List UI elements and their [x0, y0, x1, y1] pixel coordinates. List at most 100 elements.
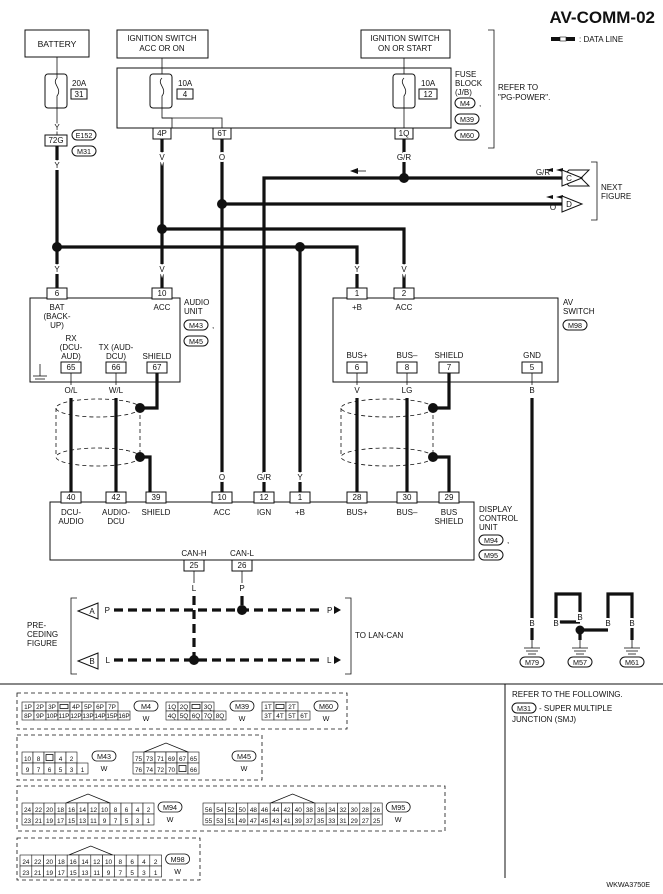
conn-group-3	[16, 785, 446, 832]
pin-m43-5: 5	[59, 767, 63, 774]
pin-m98-23: 23	[22, 870, 30, 877]
preceding-bracket	[70, 597, 77, 675]
conn-color-m45: W	[241, 764, 248, 773]
pin-m4-1P: 1P	[24, 704, 32, 711]
svg-text:B: B	[629, 619, 634, 628]
wire-color-l-left: L	[106, 656, 111, 665]
pin-m95-43: 43	[272, 818, 280, 825]
data-line-legend-text: : DATA LINE	[579, 35, 623, 44]
splice-gr	[399, 173, 409, 183]
pin-m98-3: 3	[142, 870, 146, 877]
pin-m95-33: 33	[328, 818, 336, 825]
pin-m98-4: 4	[142, 859, 146, 866]
dcu-lbl-busm: BUS–	[397, 508, 418, 517]
audio-lbl-rx-1: RX	[65, 334, 77, 343]
connector-d-arrow	[561, 195, 584, 213]
pin-m98-24: 24	[22, 859, 30, 866]
pin-m39-2Q: 2Q	[180, 704, 189, 711]
wire-color-gr-dcu: G/R	[257, 473, 271, 482]
wire-color-p-right: P	[327, 606, 332, 615]
svg-text:Y: Y	[297, 473, 303, 482]
svg-text:M94: M94	[484, 536, 498, 545]
pin-m95-36: 36	[317, 807, 325, 814]
audio-unit-box	[29, 297, 181, 383]
pin-m43-7: 7	[37, 767, 41, 774]
pin-m60-5T: 5T	[288, 713, 296, 720]
av-lbl-shield: SHIELD	[435, 351, 464, 360]
fuse-20a-rating: 20A	[72, 79, 87, 88]
audio-pin-bat	[46, 287, 68, 300]
pin-m98-11: 11	[93, 870, 100, 877]
pin-m4-4P: 4P	[72, 704, 80, 711]
ignition-on-box	[360, 29, 451, 59]
conn-color-m43: W	[101, 764, 108, 773]
conn-color-m94: W	[167, 815, 174, 824]
shield-ellipse-1	[55, 398, 141, 418]
pin-m94-19: 19	[46, 818, 54, 825]
next-figure-bracket	[591, 161, 598, 221]
pin-m94-6: 6	[125, 807, 129, 814]
wire-color-y-3: Y	[354, 265, 360, 274]
fuse-block	[116, 67, 452, 129]
page-title: AV-COMM-02	[550, 8, 655, 27]
ignition-acc-label-2: ACC OR ON	[139, 44, 185, 53]
svg-text:V: V	[159, 153, 165, 162]
connector-c-arrow	[561, 169, 584, 187]
conn-color-m39: W	[239, 714, 246, 723]
pin-m43-10: 10	[24, 756, 32, 763]
pin-m95-47: 47	[250, 818, 258, 825]
dcu-lbl-bus-shield-2: SHIELD	[435, 517, 464, 526]
svg-text:,: ,	[507, 536, 509, 545]
av-lbl-b: +B	[352, 303, 362, 312]
ground-m57-icon	[572, 640, 588, 655]
svg-text:25: 25	[190, 561, 199, 570]
preceding-label-2: CEDING	[27, 630, 58, 639]
pin-m94-9: 9	[103, 818, 107, 825]
pin-m4-8P: 8P	[24, 713, 32, 720]
conn-color-m98: W	[174, 867, 181, 876]
connector-a	[76, 602, 99, 620]
data-line-legend: : DATA LINE	[551, 35, 623, 44]
dcu-lbl-can-l: CAN-L	[230, 549, 255, 558]
wire-color-v-2: V	[159, 265, 165, 274]
fb-conn-m60	[454, 129, 480, 141]
conn-color-m60: W	[323, 714, 330, 723]
pin-m95-41: 41	[283, 818, 291, 825]
wire-color-b-5: B	[629, 619, 634, 628]
refer-smj-1: - SUPER MULTIPLE	[539, 704, 612, 713]
fuse-20a-number: 31	[75, 90, 84, 99]
wire-audio-shield-bot	[140, 455, 152, 492]
ground-m79-icon	[524, 640, 540, 655]
shield-ellipse-3	[340, 398, 434, 418]
wire-color-lg: LG	[402, 386, 413, 395]
ground-m57-label: M57	[573, 658, 587, 667]
pin-m45-65: 65	[190, 756, 198, 763]
av-lbl-acc: ACC	[396, 303, 413, 312]
audio-lbl-rx-2: (DCU-	[60, 343, 83, 352]
pin-m4-2P: 2P	[36, 704, 44, 711]
svg-text:Y: Y	[354, 265, 360, 274]
connector-c-label: C	[566, 174, 572, 183]
dcu-lbl-dcu-audio-1: DCU-	[61, 508, 81, 517]
pin-m94-17: 17	[57, 818, 65, 825]
pin-m4-3P: 3P	[48, 704, 56, 711]
pin-m39-7Q: 7Q	[204, 713, 213, 720]
audio-pin-acc	[151, 287, 173, 300]
pin-m98-10: 10	[105, 859, 113, 866]
pin-m4-10P: 10P	[46, 713, 57, 720]
svg-text:1: 1	[355, 289, 360, 298]
pin-m95-50: 50	[239, 807, 247, 814]
battery-box	[24, 29, 90, 58]
av-switch-label-1: AV	[563, 298, 574, 307]
wire-color-y-2: Y	[54, 265, 60, 274]
pin-m4-15P: 15P	[106, 713, 117, 720]
pin-m95-37: 37	[306, 818, 314, 825]
pin-m98-16: 16	[70, 859, 78, 866]
fuse-10a-acc-rating: 10A	[178, 79, 193, 88]
dcu-pin-42: 42	[112, 493, 121, 502]
pin-m94-2: 2	[147, 807, 151, 814]
pin-m45-69: 69	[168, 756, 176, 763]
